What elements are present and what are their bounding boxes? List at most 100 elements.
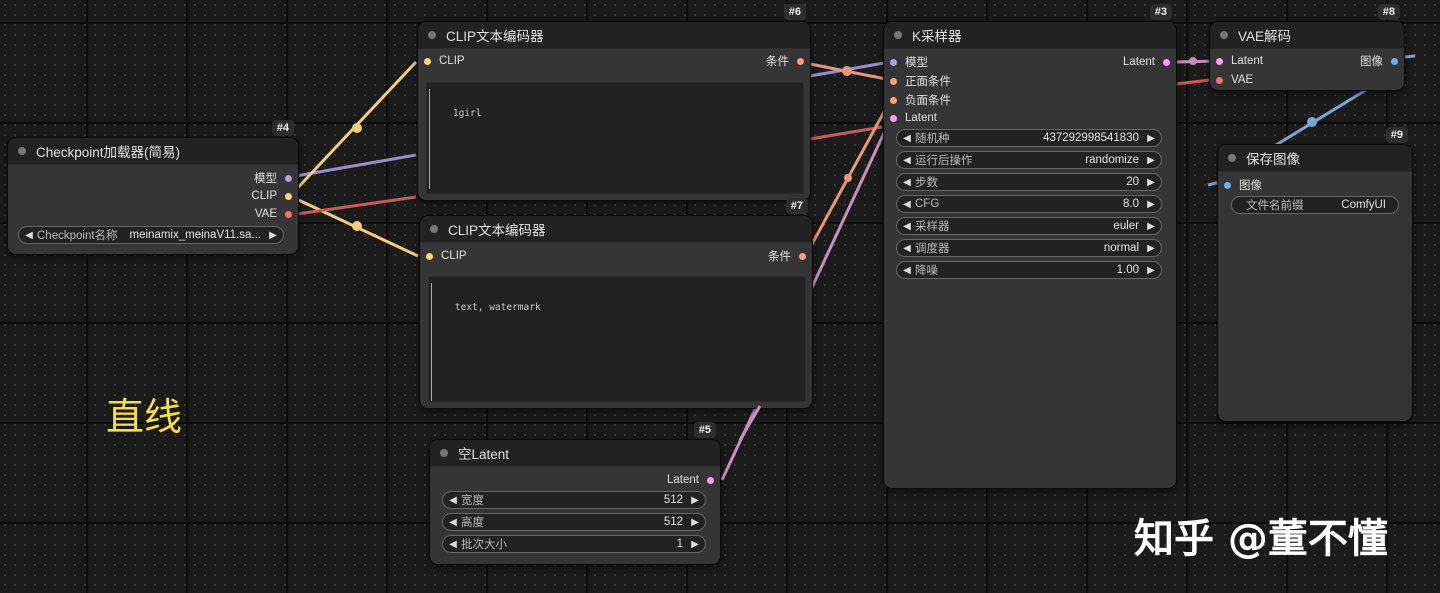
widget-label: 文件名前缀 [1246, 200, 1304, 212]
increment-arrow-icon[interactable]: ▶ [691, 494, 699, 506]
slot-connector[interactable] [424, 57, 431, 65]
slot-connector[interactable] [1216, 57, 1223, 65]
node-save-image[interactable]: #9 保存图像 图像 文件名前缀 ComfyUI [1218, 127, 1412, 421]
input-slot-model[interactable]: 模型 [890, 54, 928, 70]
batch-size-number-widget[interactable]: ◀ 批次大小 1 ▶ [442, 535, 706, 553]
control-after-generate-widget[interactable]: ◀ 运行后操作 randomize ▶ [896, 151, 1162, 169]
node-header[interactable]: Checkpoint加载器(简易) [8, 138, 298, 165]
seed-widget[interactable]: ◀ 随机种 437292998541830 ▶ [896, 129, 1162, 147]
slot-connector[interactable] [285, 210, 292, 218]
slot-connector[interactable] [426, 252, 433, 260]
node-clip-text-encode-negative[interactable]: #7 CLIP文本编码器 CLIP 条件 text, watermark [420, 198, 812, 408]
increment-arrow-icon[interactable]: ▶ [269, 229, 277, 241]
decrement-arrow-icon[interactable]: ◀ [903, 220, 911, 232]
node-clip-text-encode-positive[interactable]: #6 CLIP文本编码器 CLIP 条件 1girl [418, 4, 810, 200]
scheduler-widget[interactable]: ◀ 调度器 normal ▶ [896, 239, 1162, 257]
slot-label: 图像 [1360, 56, 1383, 68]
slot-label: 正面条件 [905, 76, 951, 88]
node-vae-decode[interactable]: #8 VAE解码 Latent VAE 图像 [1210, 4, 1404, 90]
slot-connector[interactable] [1391, 57, 1398, 65]
output-slot-conditioning[interactable]: 条件 [766, 53, 804, 69]
slot-connector[interactable] [890, 58, 897, 66]
height-number-widget[interactable]: ◀ 高度 512 ▶ [442, 513, 706, 531]
increment-arrow-icon[interactable]: ▶ [1147, 198, 1155, 210]
slot-connector[interactable] [707, 476, 714, 484]
node-checkpoint-loader[interactable]: #4 Checkpoint加载器(简易) 模型 CLIP VAE ◀ Check… [8, 120, 298, 254]
node-header[interactable]: 保存图像 [1218, 145, 1412, 172]
prompt-textarea[interactable]: text, watermark [428, 276, 806, 402]
output-slot-conditioning[interactable]: 条件 [768, 248, 806, 264]
increment-arrow-icon[interactable]: ▶ [691, 538, 699, 550]
filename-prefix-input[interactable]: 文件名前缀 ComfyUI [1231, 196, 1399, 214]
increment-arrow-icon[interactable]: ▶ [1147, 220, 1155, 232]
decrement-arrow-icon[interactable]: ◀ [449, 494, 457, 506]
decrement-arrow-icon[interactable]: ◀ [903, 242, 911, 254]
input-slot-latent[interactable]: Latent [1216, 53, 1263, 69]
slot-connector[interactable] [285, 174, 292, 182]
collapse-toggle[interactable] [440, 449, 448, 457]
slot-connector[interactable] [797, 57, 804, 65]
input-slot-positive[interactable]: 正面条件 [890, 73, 951, 89]
increment-arrow-icon[interactable]: ▶ [1147, 242, 1155, 254]
node-title: K采样器 [912, 29, 962, 44]
decrement-arrow-icon[interactable]: ◀ [903, 132, 911, 144]
node-header[interactable]: 空Latent [430, 440, 720, 467]
cfg-widget[interactable]: ◀ CFG 8.0 ▶ [896, 195, 1162, 213]
input-slot-negative[interactable]: 负面条件 [890, 92, 951, 108]
output-slot-latent[interactable]: Latent [667, 472, 714, 488]
output-slot-image[interactable]: 图像 [1360, 53, 1398, 69]
increment-arrow-icon[interactable]: ▶ [1147, 154, 1155, 166]
decrement-arrow-icon[interactable]: ◀ [903, 198, 911, 210]
increment-arrow-icon[interactable]: ▶ [1147, 176, 1155, 188]
wire-midpoint [842, 66, 852, 76]
slot-label: 条件 [768, 251, 791, 263]
decrement-arrow-icon[interactable]: ◀ [25, 229, 33, 241]
input-slot-vae[interactable]: VAE [1216, 72, 1253, 88]
increment-arrow-icon[interactable]: ▶ [1147, 132, 1155, 144]
output-slot-clip[interactable]: CLIP [251, 188, 292, 204]
node-header[interactable]: VAE解码 [1210, 22, 1404, 49]
input-slot-clip[interactable]: CLIP [424, 53, 465, 69]
input-slot-latent[interactable]: Latent [890, 110, 937, 126]
node-empty-latent[interactable]: #5 空Latent Latent ◀ 宽度 512 ▶ ◀ 高度 512 ▶ … [430, 422, 720, 564]
collapse-toggle[interactable] [1220, 31, 1228, 39]
slot-connector[interactable] [890, 114, 897, 122]
slot-connector[interactable] [285, 192, 292, 200]
increment-arrow-icon[interactable]: ▶ [1147, 264, 1155, 276]
increment-arrow-icon[interactable]: ▶ [691, 516, 699, 528]
slot-connector[interactable] [890, 96, 897, 104]
decrement-arrow-icon[interactable]: ◀ [903, 154, 911, 166]
widget-value: 20 [1126, 176, 1139, 188]
decrement-arrow-icon[interactable]: ◀ [903, 176, 911, 188]
collapse-toggle[interactable] [428, 31, 436, 39]
slot-connector[interactable] [799, 252, 806, 260]
collapse-toggle[interactable] [18, 147, 26, 155]
collapse-toggle[interactable] [1228, 154, 1236, 162]
decrement-arrow-icon[interactable]: ◀ [449, 538, 457, 550]
output-slot-vae[interactable]: VAE [255, 206, 292, 222]
input-slot-image[interactable]: 图像 [1224, 177, 1262, 193]
prompt-textarea[interactable]: 1girl [426, 82, 804, 194]
collapse-toggle[interactable] [894, 31, 902, 39]
width-number-widget[interactable]: ◀ 宽度 512 ▶ [442, 491, 706, 509]
node-ksampler[interactable]: #3 K采样器 模型 正面条件 负面条件 Latent Latent ◀ 随机种… [884, 4, 1176, 488]
decrement-arrow-icon[interactable]: ◀ [449, 516, 457, 528]
slot-connector[interactable] [1216, 76, 1223, 84]
input-slot-clip[interactable]: CLIP [426, 248, 467, 264]
output-slot-model[interactable]: 模型 [254, 170, 292, 186]
output-slot-latent[interactable]: Latent [1123, 54, 1170, 70]
sampler-widget[interactable]: ◀ 采样器 euler ▶ [896, 217, 1162, 235]
node-header[interactable]: CLIP文本编码器 [418, 22, 810, 49]
checkpoint-name-combo[interactable]: ◀ Checkpoint名称 meinamix_meinaV11.sa... ▶ [18, 226, 284, 244]
steps-widget[interactable]: ◀ 步数 20 ▶ [896, 173, 1162, 191]
denoise-widget[interactable]: ◀ 降噪 1.00 ▶ [896, 261, 1162, 279]
decrement-arrow-icon[interactable]: ◀ [903, 264, 911, 276]
widget-value: 437292998541830 [1043, 132, 1139, 144]
node-header[interactable]: CLIP文本编码器 [420, 216, 812, 243]
slot-connector[interactable] [1224, 181, 1231, 189]
node-header[interactable]: K采样器 [884, 22, 1176, 49]
slot-connector[interactable] [890, 77, 897, 85]
slot-connector[interactable] [1163, 58, 1170, 66]
collapse-toggle[interactable] [430, 225, 438, 233]
widget-value: 512 [663, 494, 683, 506]
